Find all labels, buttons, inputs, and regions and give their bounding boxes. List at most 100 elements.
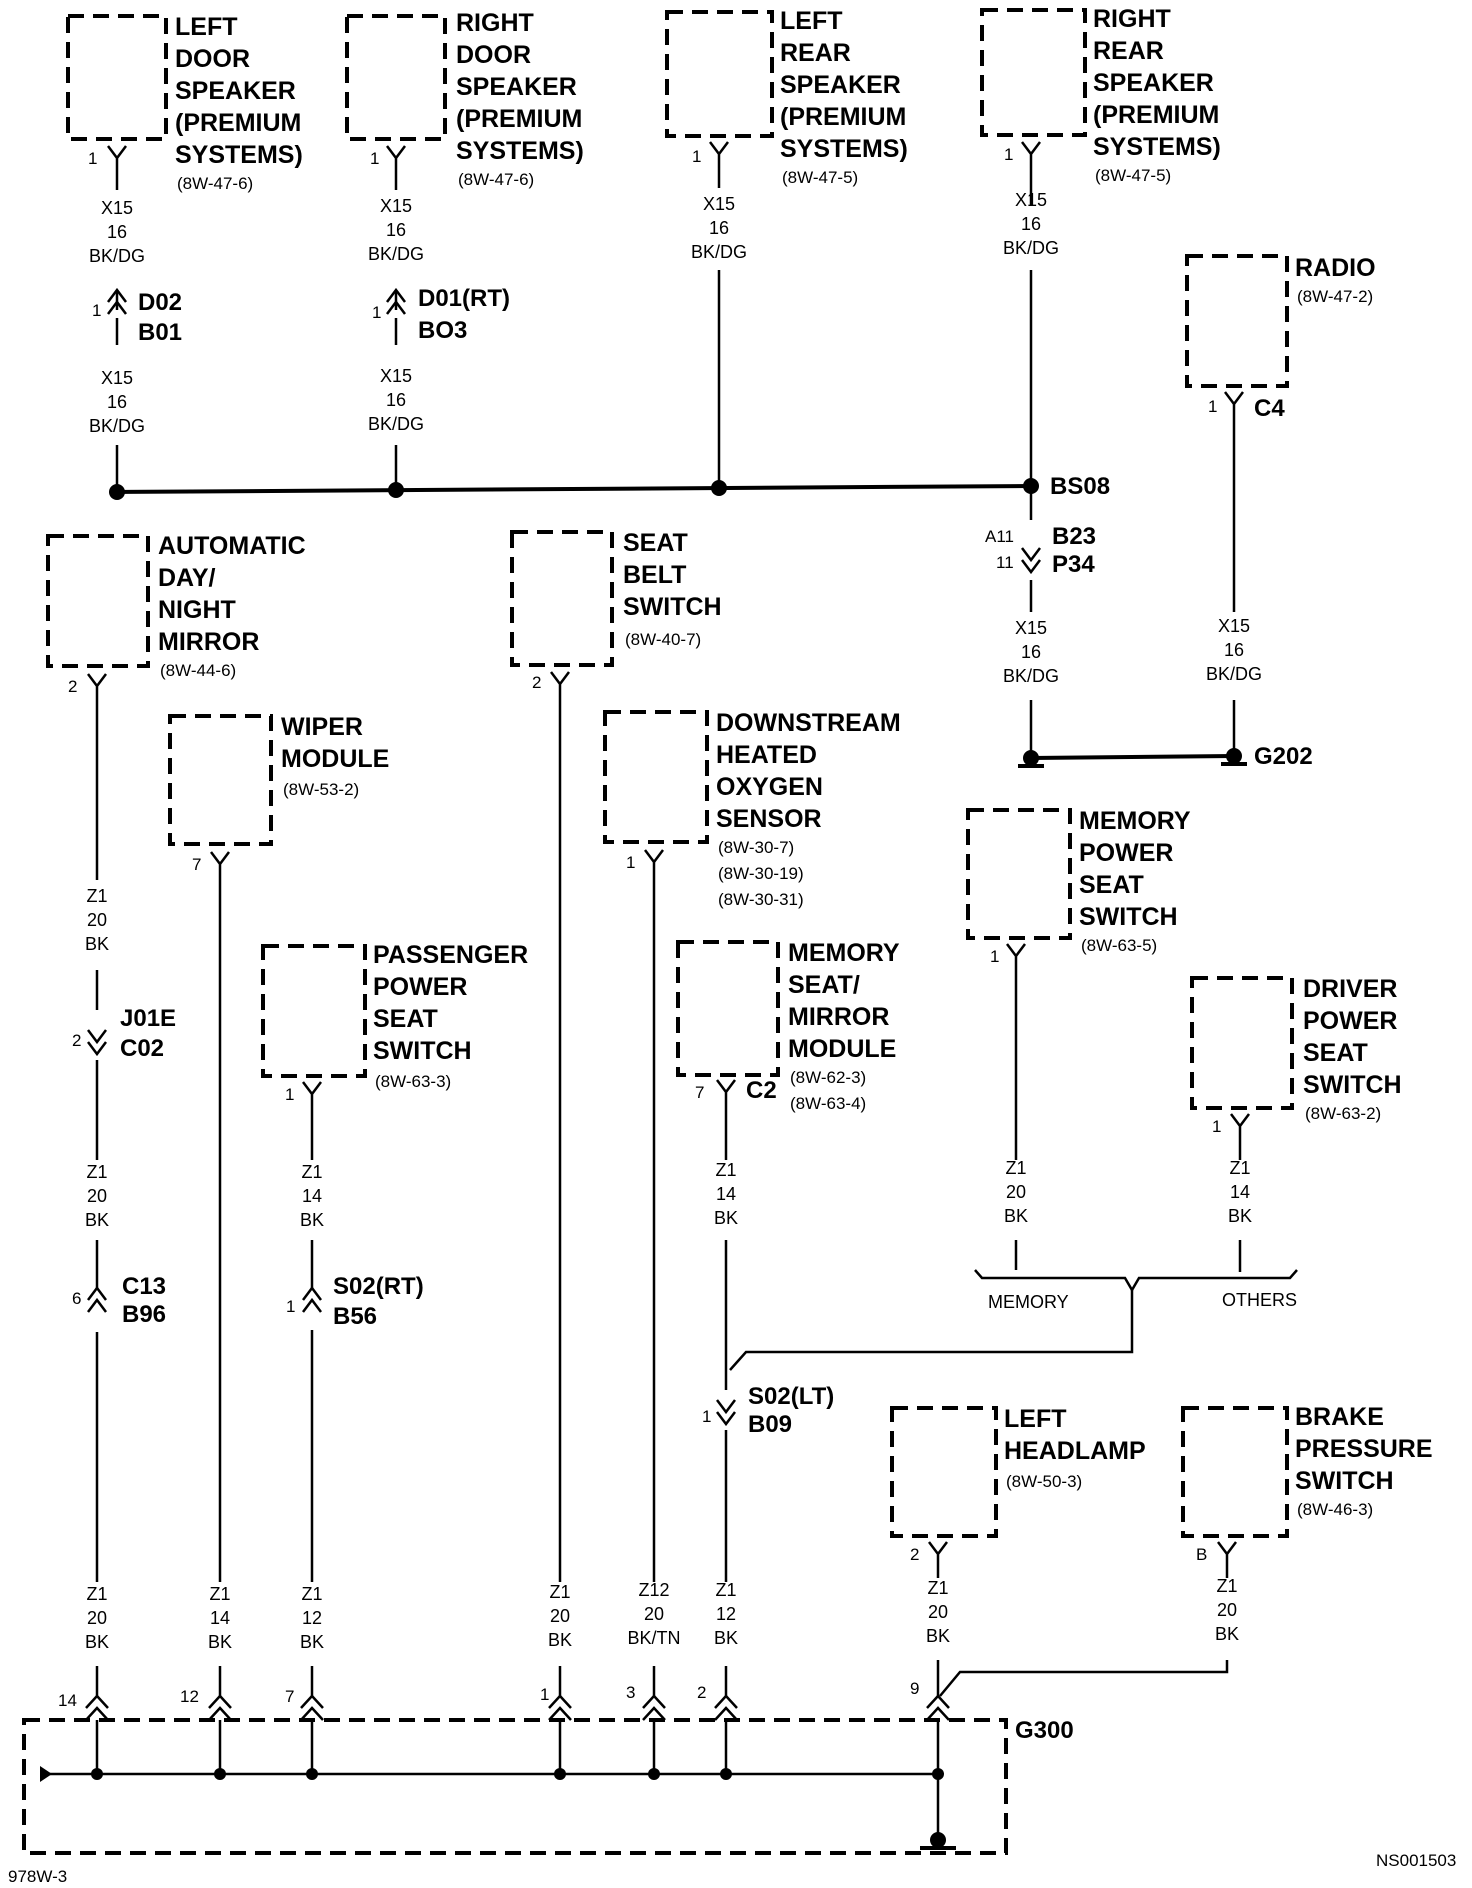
section-ref: (8W-63-2) [1305,1104,1381,1123]
g300-ground-block: G300 [22,1717,1074,1855]
connector-label: D01(RT) [418,285,510,312]
wire-label: 20 [550,1606,570,1626]
wire-label: BK/DG [368,244,424,264]
inline-connectors: 1 D02 B01 1 D01(RT) BO3 A11 11 B23 P34 2… [72,285,1096,1438]
wire-label: BK/TN [627,1628,680,1648]
section-ref: (8W-30-31) [718,890,804,909]
pin-number: 1 [702,1407,711,1426]
component-label: SWITCH [373,1037,472,1065]
right-rear-speaker: RIGHT REAR SPEAKER (PREMIUM SYSTEMS) (8W… [980,5,1221,185]
wire-label: 14 [210,1608,230,1628]
wire-label: Z1 [86,1584,107,1604]
connector-label: C2 [746,1077,777,1104]
wire-label: BK [85,1632,109,1652]
wire-label: X15 [101,198,133,218]
component-label: MIRROR [158,628,259,656]
brake-pressure-switch: BRAKE PRESSURE SWITCH (8W-46-3) [1181,1403,1433,1538]
component-label: SWITCH [1303,1071,1402,1099]
wire-label: BK/DG [89,416,145,436]
connector-label: B01 [138,319,182,346]
connector-label: J01E [120,1005,176,1032]
wire-label: BK [85,1210,109,1230]
wire-label: 12 [716,1604,736,1624]
connector-label: C13 [122,1273,166,1300]
component-label: (PREMIUM [780,103,906,131]
wire-label: BK/DG [691,242,747,262]
section-ref: (8W-44-6) [160,661,236,680]
component-label: MIRROR [788,1003,889,1031]
component-label: BRAKE [1295,1403,1384,1431]
wire-label: BK/DG [89,246,145,266]
pin-number: 1 [1208,397,1217,416]
wire-labels: X15 16 BK/DG X15 16 BK/DG X15 16 BK/DG X… [85,190,1297,1652]
wire-label: BK [926,1626,950,1646]
section-ref: (8W-47-6) [177,174,253,193]
component-label: DOOR [456,41,531,69]
component-label: REAR [1093,37,1164,65]
wire-label: BK [1228,1206,1252,1226]
connector-label: G300 [1015,1717,1074,1744]
wire-label: 14 [302,1186,322,1206]
connector-label: B23 [1052,523,1096,550]
component-label: POWER [373,973,467,1001]
component-label: POWER [1079,839,1173,867]
wire-label: 16 [1021,642,1041,662]
component-label: SYSTEMS) [456,137,584,165]
pin-number: 11 [996,553,1014,572]
wire-label: 20 [87,910,107,930]
component-label: SWITCH [623,593,722,621]
splice-branch-label: OTHERS [1222,1290,1297,1310]
wire-label: 16 [386,220,406,240]
component-label: SEAT [623,529,688,557]
component-label: AUTOMATIC [158,532,306,560]
driver-power-seat-switch: DRIVER POWER SEAT SWITCH (8W-63-2) [1190,975,1402,1123]
wire-label: BK/DG [1003,666,1059,686]
splice-dots: BS08 G202 [91,473,1313,1850]
component-label: (PREMIUM [175,109,301,137]
pin-number: 1 [990,947,999,966]
pin-number: 9 [910,1679,919,1698]
component-label: DAY/ [158,564,215,592]
wire-label: 16 [386,390,406,410]
wire-label: X15 [101,368,133,388]
splice-branch-label: MEMORY [988,1292,1069,1312]
wire-label: 20 [928,1602,948,1622]
pin-number: 12 [180,1687,199,1706]
component-label: MODULE [788,1035,896,1063]
component-label: SWITCH [1079,903,1178,931]
component-label: MODULE [281,745,389,773]
component-label: SPEAKER [780,71,901,99]
component-label: BELT [623,561,686,589]
section-ref: (8W-30-19) [718,864,804,883]
component-label: SPEAKER [1093,69,1214,97]
component-label: LEFT [780,7,843,35]
pin-number: 1 [285,1085,294,1104]
section-ref: (8W-63-3) [375,1072,451,1091]
wire-label: BK [300,1210,324,1230]
wire-label: BK [1215,1624,1239,1644]
section-ref: (8W-53-2) [283,780,359,799]
pin-number: 7 [695,1083,704,1102]
component-label: POWER [1303,1007,1397,1035]
wire-label: 20 [1217,1600,1237,1620]
pin-number: 7 [285,1687,294,1706]
wire-label: 16 [107,392,127,412]
component-label: (PREMIUM [456,105,582,133]
section-ref: (8W-62-3) [790,1068,866,1087]
wire-label: BK [714,1208,738,1228]
wire-label: BK/DG [1206,664,1262,684]
wire-label: Z12 [638,1580,669,1600]
section-ref: (8W-47-5) [1095,166,1171,185]
wire-label: BK [548,1630,572,1650]
wire-label: X15 [1218,616,1250,636]
splice-label: BS08 [1050,473,1110,500]
left-rear-speaker: LEFT REAR SPEAKER (PREMIUM SYSTEMS) (8W-… [665,7,908,187]
wire-label: 16 [1224,640,1244,660]
section-ref: (8W-47-2) [1297,287,1373,306]
connector-label: B96 [122,1301,166,1328]
figure-id: 978W-3 [8,1867,67,1886]
g300-pins: 14 12 7 1 3 2 9 [58,1679,950,1721]
wire-label: X15 [380,366,412,386]
component-label: LEFT [1004,1405,1067,1433]
component-label: PRESSURE [1295,1435,1433,1463]
